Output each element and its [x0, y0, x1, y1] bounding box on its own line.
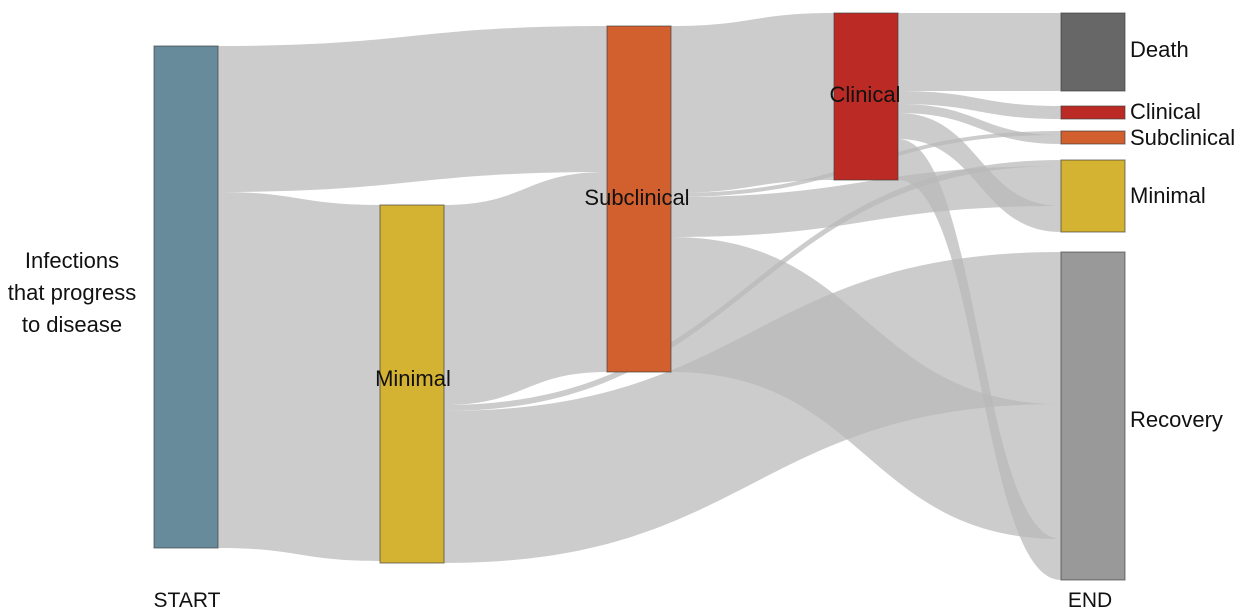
flows — [218, 13, 1061, 580]
node-subclinical — [606, 25, 672, 373]
source-label-line-1: Infections — [25, 248, 119, 273]
node-end-minimal — [1060, 159, 1126, 233]
flow-subclinical-to-end-minimal — [671, 166, 1061, 237]
node-end-recovery — [1060, 251, 1126, 581]
source-label-line-2: that progress — [8, 280, 136, 305]
node-minimal — [379, 204, 445, 564]
subclinical-node-label: Subclinical — [584, 185, 689, 210]
flow-clinical-to-end-death — [898, 13, 1061, 91]
node-end-clinical-bar — [1060, 105, 1126, 120]
end-subclinical-label: Subclinical — [1130, 125, 1235, 150]
node-end-clinical — [1060, 105, 1126, 120]
clinical-node-label: Clinical — [830, 82, 901, 107]
end-minimal-label: Minimal — [1130, 183, 1206, 208]
node-end-recovery-bar — [1060, 251, 1126, 581]
node-minimal-bar — [379, 204, 445, 564]
flow-clinical-to-end-recovery — [898, 139, 1061, 580]
node-end-death-bar — [1060, 12, 1126, 92]
end-stage-label: END — [1068, 589, 1112, 612]
flow-clinical-to-end-clinical — [898, 91, 1061, 119]
node-clinical — [833, 12, 899, 181]
node-end-subclinical — [1060, 130, 1126, 145]
flow-minimal-to-subclinical — [444, 172, 607, 405]
source-label-line-3: to disease — [22, 312, 122, 337]
flow-start-to-minimal — [218, 192, 380, 561]
node-end-death — [1060, 12, 1126, 92]
node-end-minimal-bar — [1060, 159, 1126, 233]
end-death-label: Death — [1130, 37, 1189, 62]
node-start — [153, 45, 219, 549]
node-clinical-bar — [833, 12, 899, 181]
flow-subclinical-to-end-recovery — [671, 237, 1061, 539]
flow-minimal-to-end-recovery — [444, 252, 1061, 563]
nodes — [153, 12, 1126, 581]
end-recovery-label: Recovery — [1130, 407, 1223, 432]
flow-subclinical-to-clinical — [671, 13, 834, 193]
flow-clinical-to-end-subclinical — [898, 104, 1061, 144]
node-end-subclinical-bar — [1060, 130, 1126, 145]
minimal-node-label: Minimal — [375, 366, 451, 391]
flow-start-to-subclinical — [218, 26, 607, 192]
start-stage-label: START — [154, 589, 221, 612]
node-start-bar — [153, 45, 219, 549]
flow-clinical-to-end-minimal — [898, 113, 1061, 232]
node-subclinical-bar — [606, 25, 672, 373]
end-clinical-label: Clinical — [1130, 99, 1201, 124]
